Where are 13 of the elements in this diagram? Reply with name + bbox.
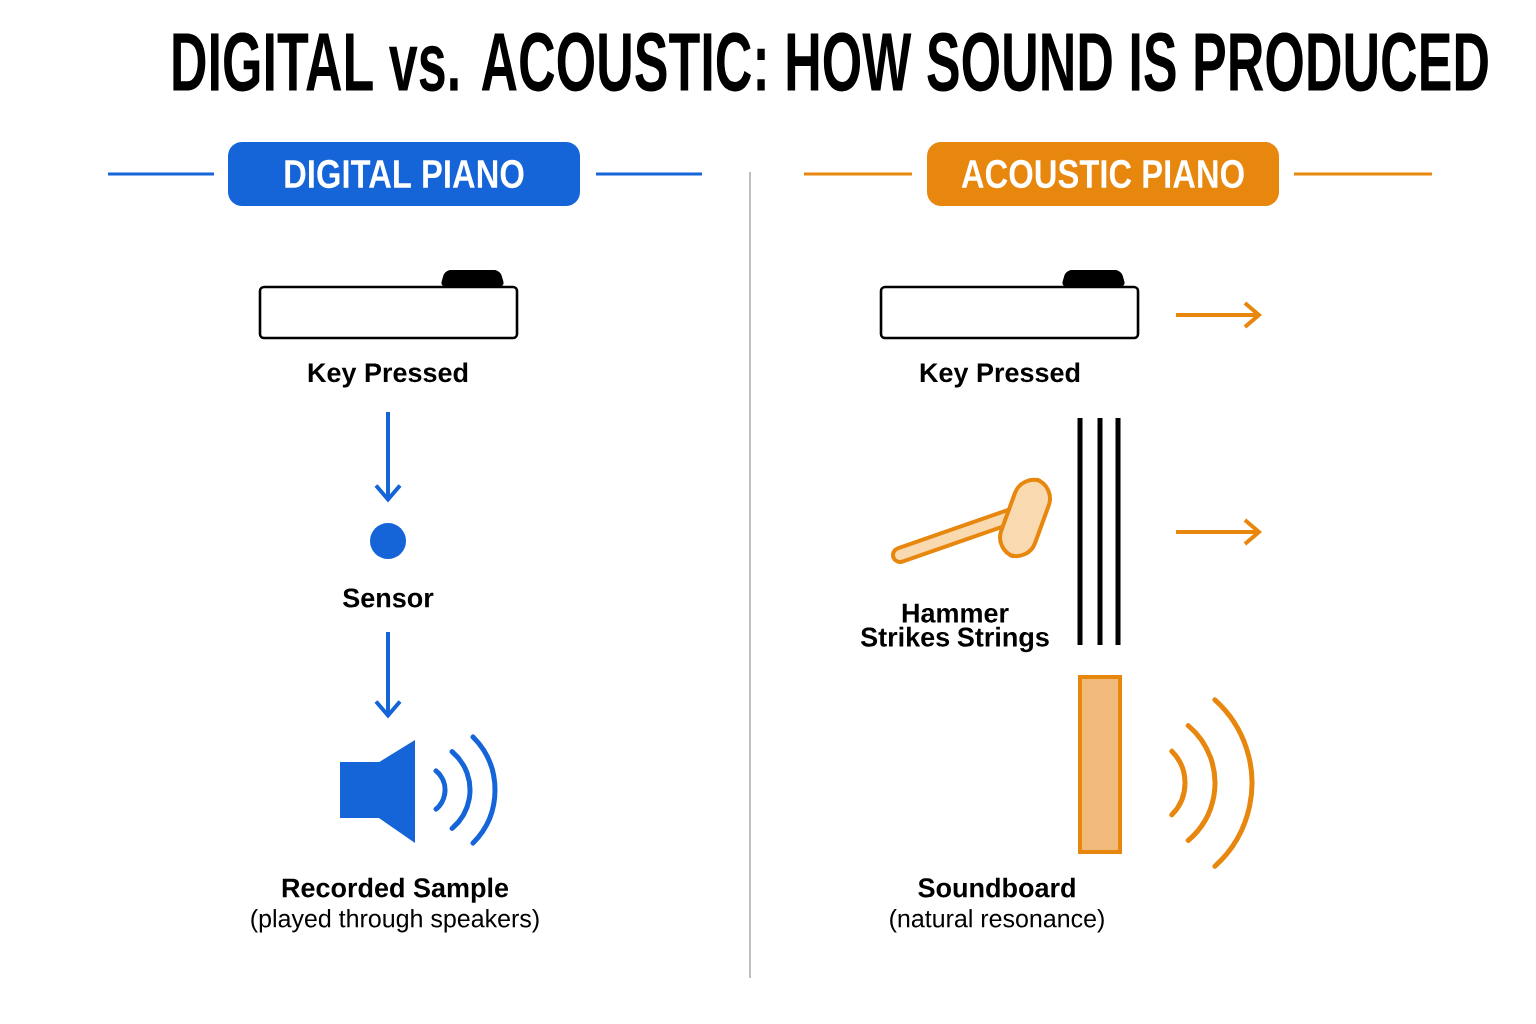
- header-box: DIGITAL PIANO: [228, 142, 580, 206]
- header-box: ACOUSTIC PIANO: [927, 142, 1279, 206]
- step-label: Key Pressed: [308, 362, 468, 388]
- step-label: Hammer Strikes Strings: [860, 603, 1049, 653]
- arrow: [374, 412, 402, 503]
- step-label: Soundboard (natural resonance): [890, 877, 1104, 933]
- step-label: Key Pressed: [920, 362, 1080, 388]
- arrow: [374, 631, 402, 719]
- speaker-icon: [340, 734, 498, 846]
- step-label: Recorded Sample (played through speakers): [251, 877, 539, 933]
- step-label: Sensor: [343, 588, 434, 608]
- title: DIGITAL vs. ACOUSTIC: HOW SOUND IS PRODUCED: [173, 32, 1488, 92]
- sensor-dot: [370, 523, 406, 559]
